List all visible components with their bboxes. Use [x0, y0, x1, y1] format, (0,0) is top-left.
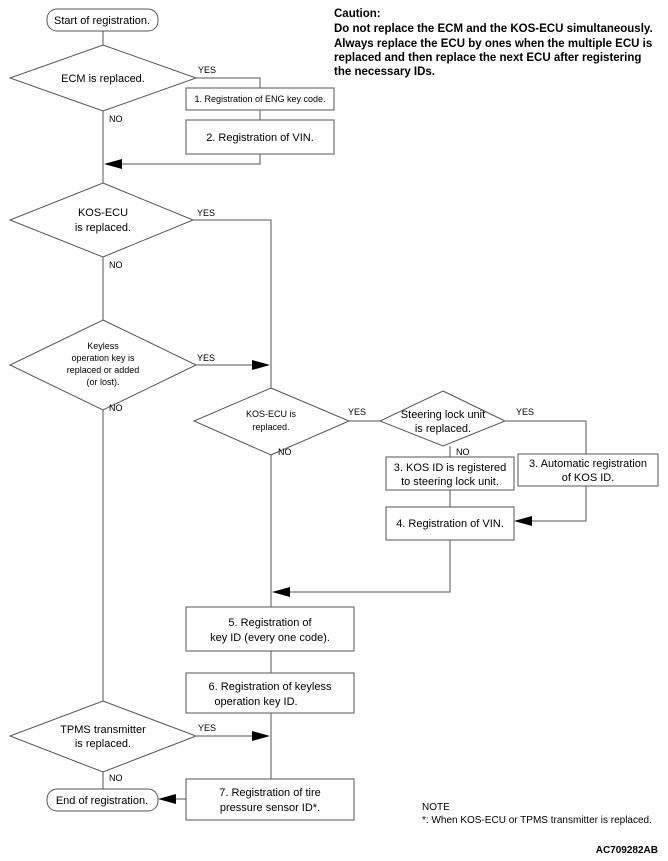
no-label-kos-ecu-2: NO	[278, 447, 292, 457]
decision-tpms-line-2: is replaced.	[75, 738, 131, 750]
process-5: 5. Registration of key ID (every one cod…	[185, 606, 355, 652]
process-4-line-1: 4. Registration of VIN.	[396, 518, 504, 530]
process-3a-line-1: 3. KOS ID is registered	[394, 462, 507, 474]
decision-kos-ecu-1-line-1: KOS-ECU	[78, 207, 128, 219]
figure-code: AC709282AB	[596, 845, 658, 856]
process-7-line-1: 7. Registration of tire	[219, 787, 321, 799]
caution-title: Caution:	[334, 8, 381, 20]
decision-steering-line-1: Steering lock unit	[401, 409, 485, 421]
end-terminal: End of registration.	[46, 788, 159, 812]
arrowheads	[104, 159, 532, 804]
no-label-ecm: NO	[109, 114, 123, 124]
no-label-steering: NO	[456, 447, 470, 457]
yes-label-keyless: YES	[197, 353, 215, 363]
yes-label-kos-ecu-1: YES	[197, 208, 215, 218]
branch-labels: YES NO YES NO YES NO YES NO YES NO YES N…	[109, 65, 534, 783]
caution-line-1: Do not replace the ECM and the KOS-ECU s…	[334, 23, 653, 35]
note-text: *: When KOS-ECU or TPMS transmitter is r…	[422, 815, 652, 826]
process-3a-line-2: to steering lock unit.	[401, 476, 499, 488]
decision-kos-ecu-1-line-2: is replaced.	[75, 222, 131, 234]
yes-label-tpms: YES	[198, 723, 216, 733]
caution-block: Caution: Do not replace the ECM and the …	[334, 8, 653, 78]
decision-ecm-replaced: ECM is replaced.	[8, 44, 198, 112]
decision-kos-ecu-replaced-2: KOS-ECU is replaced.	[192, 387, 351, 456]
process-6-line-1: 6. Registration of keyless	[209, 681, 332, 693]
no-label-keyless: NO	[109, 403, 123, 413]
no-label-tpms: NO	[109, 773, 123, 783]
start-terminal-label: Start of registration.	[54, 15, 150, 27]
arrow-tpms-yes	[252, 731, 270, 741]
caution-line-4: the necessary IDs.	[334, 66, 435, 78]
decision-steering-line-2: is replaced.	[415, 423, 471, 435]
arrow-into-main-after-p2	[104, 159, 122, 169]
process-3b-line-1: 3. Automatic registration	[529, 458, 647, 470]
process-6: 6. Registration of keyless operation key…	[185, 672, 355, 714]
process-5-line-2: key ID (every one code).	[210, 632, 330, 644]
process-5-line-1: 5. Registration of	[228, 617, 312, 629]
process-2: 2. Registration of VIN.	[185, 119, 335, 155]
caution-line-3: replaced and then replace the next ECU a…	[334, 52, 641, 64]
decision-steering-lock: Steering lock unit is replaced.	[378, 390, 507, 447]
process-3b-line-2: of KOS ID.	[562, 472, 615, 484]
decision-kos-ecu-2-line-1: KOS-ECU is	[246, 409, 297, 419]
process-7: 7. Registration of tire pressure sensor …	[185, 778, 355, 821]
note-title: NOTE	[422, 802, 450, 813]
arrow-keyless-yes	[252, 360, 270, 370]
no-label-kos-ecu-1: NO	[109, 260, 123, 270]
yes-label-ecm: YES	[198, 65, 216, 75]
process-1: 1. Registration of ENG key code.	[185, 87, 335, 111]
yes-label-kos-ecu-2: YES	[348, 407, 366, 417]
yes-label-steering: YES	[516, 407, 534, 417]
process-4: 4. Registration of VIN.	[385, 506, 515, 541]
arrow-into-right-after-p4	[272, 587, 290, 597]
process-2-line-1: 2. Registration of VIN.	[206, 132, 314, 144]
process-3b: 3. Automatic registration of KOS ID.	[517, 453, 659, 487]
arrow-into-end	[158, 794, 176, 804]
decision-keyless-key: Keyless operation key is replaced or add…	[8, 319, 198, 411]
decision-ecm-line-1: ECM is replaced.	[61, 73, 145, 85]
process-3a: 3. KOS ID is registered to steering lock…	[385, 456, 515, 491]
decision-keyless-line-4: (or lost).	[86, 377, 119, 387]
arrow-into-p4	[514, 516, 532, 526]
decision-keyless-line-2: operation key is	[71, 353, 135, 363]
note-block: NOTE *: When KOS-ECU or TPMS transmitter…	[422, 802, 652, 826]
decision-keyless-line-1: Keyless	[87, 341, 119, 351]
process-1-line-1: 1. Registration of ENG key code.	[194, 94, 325, 104]
decision-tpms: TPMS transmitter is replaced.	[8, 700, 198, 773]
connectors	[102, 31, 587, 800]
decision-kos-ecu-2-line-2: replaced.	[252, 422, 289, 432]
decision-tpms-line-1: TPMS transmitter	[60, 724, 146, 736]
process-7-line-2: pressure sensor ID*.	[220, 802, 320, 814]
caution-line-2: Always replace the ECU by ones when the …	[334, 38, 652, 50]
start-terminal: Start of registration.	[46, 8, 159, 32]
decision-kos-ecu-replaced-1: KOS-ECU is replaced.	[8, 182, 195, 258]
decision-keyless-line-3: replaced or added	[67, 365, 140, 375]
end-terminal-label: End of registration.	[56, 795, 148, 807]
process-6-line-2: operation key ID.	[214, 696, 297, 708]
